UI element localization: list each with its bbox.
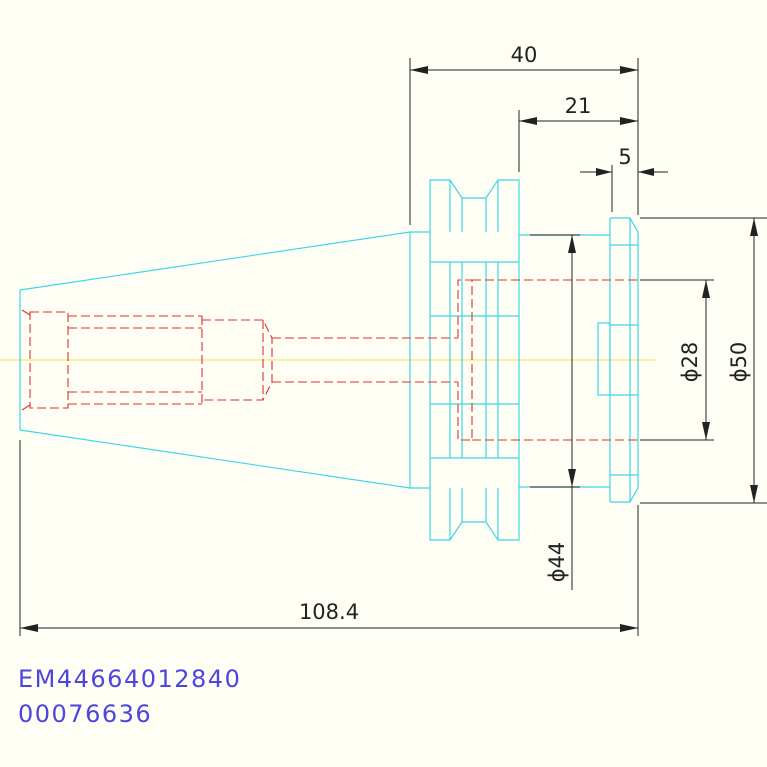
dimension-21 — [518, 110, 638, 172]
dimension-dia-28-label: ϕ28 — [678, 342, 702, 383]
dimension-40-label: 40 — [511, 43, 538, 67]
flange-outline — [410, 179, 520, 541]
dimension-5-label: 5 — [618, 145, 631, 169]
part-number: EM44664012840 — [18, 665, 242, 693]
dimension-dia-50-label: ϕ50 — [727, 342, 751, 383]
dimension-dia-28 — [640, 279, 714, 441]
dimension-21-label: 21 — [565, 94, 592, 118]
dimension-dia-50 — [640, 217, 767, 504]
dimension-108-4 — [19, 440, 639, 636]
dimension-dia-44-label: ϕ44 — [545, 542, 569, 583]
dimension-dia-44 — [530, 234, 580, 590]
dimension-108-4-label: 108.4 — [299, 600, 359, 624]
taper-shank-outline — [19, 231, 411, 489]
item-code: 00076636 — [18, 700, 153, 728]
dimension-40 — [409, 58, 639, 225]
internal-bore-hidden-lines — [21, 279, 638, 441]
dimension-5 — [580, 165, 668, 212]
